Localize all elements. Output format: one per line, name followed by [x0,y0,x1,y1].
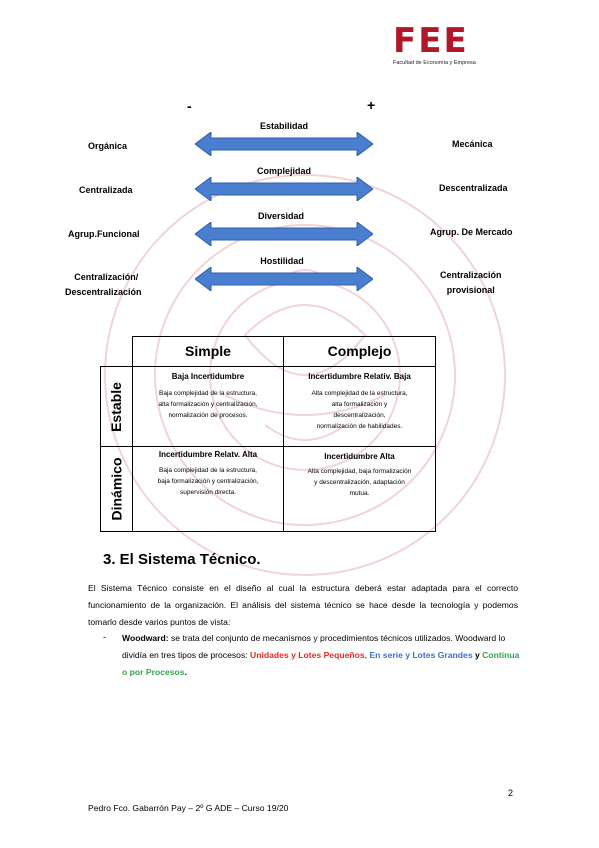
dimension-label-complejidad: Complejidad [256,166,311,176]
cell-line: y descentralización, adaptación [314,479,405,486]
page-number: 2 [508,788,514,798]
scale-plus-sign: + [367,97,376,113]
section-paragraph: El Sistema Técnico consiste en el diseño… [88,583,518,627]
left-label-centralizacion-descentralizacion: Centralización/ Descentralización [65,270,142,300]
left-label-organica: Orgánica [88,141,128,151]
column-header-simple: Simple [185,343,231,359]
cell-title: Incertidumbre Alta [324,452,395,461]
cell-line: Baja complejidad de la estructura, [159,467,257,474]
cell-line: descentralización, [333,412,386,419]
cell-title: Incertidumbre Relativ. Baja [308,372,411,381]
row-header-cell: Estable [100,367,132,446]
column-header-complejo: Complejo [327,343,392,359]
table-cell: Incertidumbre Alta Alta complejidad, baj… [284,452,435,499]
faculty-logo: FEE Facultad de Economía y Empresa [393,24,493,66]
cell-title: Baja Incertidumbre [171,372,245,381]
right-label-mecanica: Mecánica [452,139,493,149]
university-seal-watermark [104,174,506,576]
left-label-line: Descentralización [65,287,142,297]
cell-line: alta formalización y [331,401,388,408]
double-arrow-icon [195,222,373,246]
process-type-continua: Continua o por Procesos [122,650,520,677]
right-label-line: provisional [446,285,495,295]
bullet-marker: - [103,632,106,642]
table-cell: Incertidumbre Relativ. Baja Alta complej… [284,372,435,432]
cell-line: normalización de habilidades. [316,423,403,430]
row-header-dinamico: Dinámico [108,457,125,521]
section-title: 3. El Sistema Técnico. [103,551,261,568]
separator: y [472,650,483,660]
right-label-agrup-mercado: Agrup. De Mercado [430,227,513,237]
left-label-agrup-funcional: Agrup.Funcional [68,229,140,239]
cell-title: Incertidumbre Relatv. Alta [158,450,258,459]
cell-line: baja formalización y centralización, [157,478,259,485]
cell-line: Alta complejidad, baja formalización [307,468,412,475]
cell-line: Baja complejidad de la estructura, [159,390,257,397]
period: . [184,667,187,677]
left-label-line: Centralización/ [74,272,139,282]
separator: , [364,650,370,660]
table-cell: Baja Incertidumbre Baja complejidad de l… [133,372,283,421]
double-arrow-icon [195,132,373,156]
woodward-bullet: Woodward: se trata del conjunto de mecan… [122,630,522,681]
cell-line: Alta complejidad de la estructura, [311,390,408,397]
process-type-serie: En serie y Lotes Grandes [369,650,473,660]
left-label-centralizada: Centralizada [79,185,133,195]
scale-minus-sign: - [187,98,192,114]
dimension-label-estabilidad: Estabilidad [259,121,308,131]
row-header-cell: Dinámico [100,447,132,531]
cell-line: mutua. [349,490,370,497]
right-label-centralizacion-provisional: Centralización provisional [440,268,502,298]
cell-line: normalización de procesos. [168,412,248,419]
woodward-description: se trata del conjunto de mecanismos y pr… [122,633,506,660]
table-cell: Incertidumbre Relatv. Alta Baja compleji… [133,450,283,498]
dimension-label-diversidad: Diversidad [257,211,305,221]
process-type-unidades: Unidades y Lotes Pequeños [250,650,365,660]
cell-line: supervisión directa. [180,489,236,496]
double-arrow-icon [195,267,373,291]
uncertainty-table: Simple Complejo Estable Dinámico Baja In… [100,336,436,532]
row-header-estable: Estable [108,381,124,432]
woodward-term: Woodward: [122,633,169,643]
double-arrow-icon [195,177,373,201]
logo-letters: FEE [393,21,469,61]
dimension-label-hostilidad: Hostilidad [260,256,304,266]
cell-line: alta formalización y centralización, [158,401,258,408]
right-label-line: Centralización [440,270,502,280]
page-footer: Pedro Fco. Gabarrón Pay – 2º G ADE – Cur… [88,803,289,813]
right-label-descentralizada: Descentralizada [439,183,508,193]
logo-subtitle: Facultad de Economía y Empresa [393,60,476,66]
